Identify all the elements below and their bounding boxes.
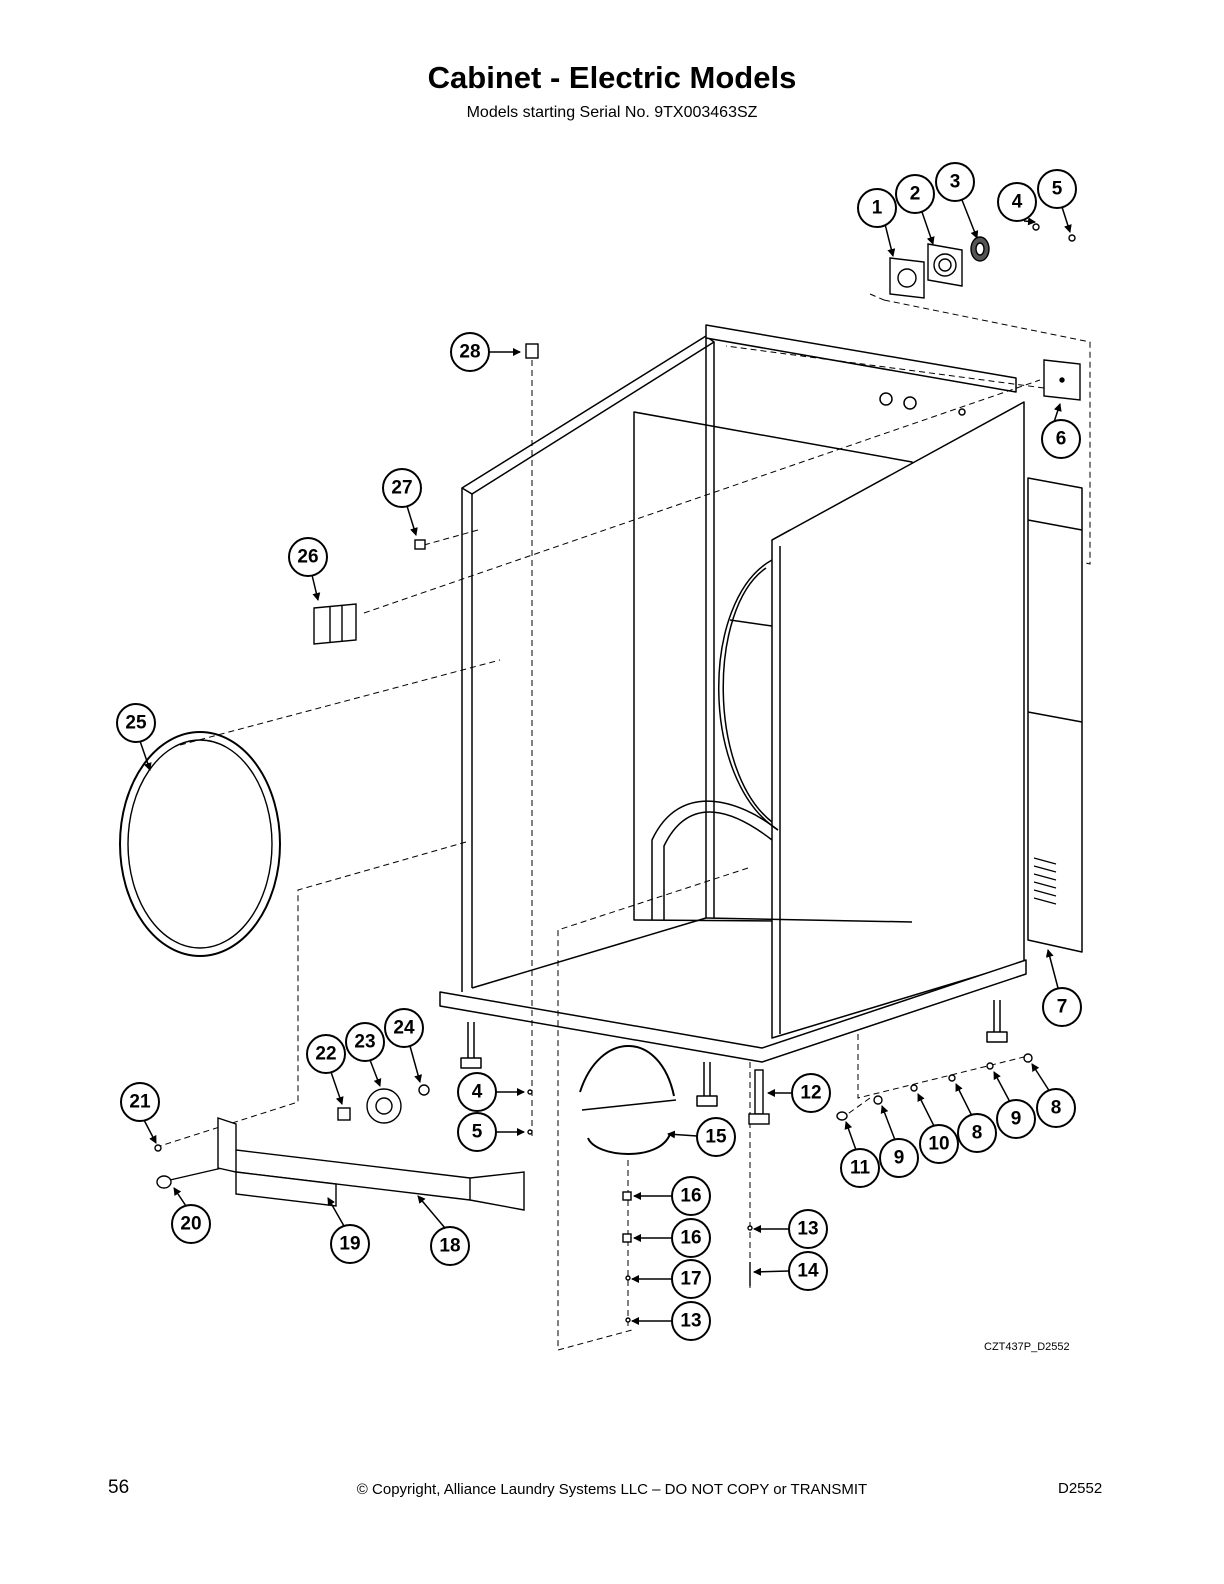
svg-text:1: 1 [872, 198, 883, 219]
part-20-bolt [156, 1175, 172, 1189]
part-15-clamp [579, 1045, 675, 1097]
part-28-spacer [525, 343, 539, 359]
callout: 8 [1031, 1063, 1076, 1128]
callout: 28 [450, 332, 521, 372]
part-27-clip [414, 539, 426, 550]
svg-text:4: 4 [1012, 192, 1023, 213]
svg-text:25: 25 [125, 713, 147, 734]
part-18-bracket [217, 1117, 525, 1211]
svg-text:17: 17 [680, 1269, 701, 1290]
svg-text:8: 8 [1051, 1098, 1062, 1119]
callout: 11 [840, 1121, 880, 1188]
callout: 12 [767, 1073, 831, 1113]
part-24-washer [418, 1084, 430, 1096]
svg-text:10: 10 [928, 1134, 949, 1155]
callout: 10 [917, 1093, 959, 1164]
svg-text:16: 16 [680, 1186, 701, 1207]
svg-text:5: 5 [1052, 179, 1063, 200]
svg-text:23: 23 [354, 1032, 375, 1053]
callout: 4 [457, 1072, 525, 1112]
callout: 1 [857, 188, 897, 257]
page-title: Cabinet - Electric Models [427, 60, 797, 95]
svg-text:9: 9 [894, 1148, 905, 1169]
assembly-lines [159, 293, 1091, 1351]
svg-text:28: 28 [459, 342, 480, 363]
callout: 9 [993, 1071, 1036, 1139]
svg-text:22: 22 [315, 1044, 336, 1065]
callout: 6 [1041, 403, 1081, 459]
page-subtitle: Models starting Serial No. 9TX003463SZ [466, 104, 758, 121]
svg-text:11: 11 [850, 1158, 871, 1179]
callout: 2 [895, 174, 935, 245]
parts [119, 223, 1081, 1323]
callout: 3 [935, 162, 979, 239]
callout: 17 [631, 1259, 711, 1299]
page-number: 56 [108, 1477, 130, 1498]
callout: 5 [1037, 169, 1077, 233]
part-25-belt [119, 731, 281, 957]
cabinet-frame [439, 324, 1083, 1107]
svg-text:7: 7 [1057, 997, 1068, 1018]
svg-text:5: 5 [472, 1122, 483, 1143]
svg-text:13: 13 [680, 1311, 701, 1332]
svg-text:18: 18 [439, 1236, 460, 1257]
svg-text:21: 21 [129, 1092, 151, 1113]
svg-text:26: 26 [297, 547, 318, 568]
svg-text:14: 14 [797, 1261, 819, 1282]
svg-text:19: 19 [339, 1234, 360, 1255]
callout: 18 [417, 1195, 470, 1266]
svg-text:27: 27 [391, 478, 412, 499]
callout: 26 [288, 537, 328, 601]
part-26-terminal-block [313, 603, 357, 645]
callout: 14 [753, 1251, 828, 1291]
part-12-foot [754, 1069, 764, 1115]
svg-text:8: 8 [972, 1123, 983, 1144]
callout: 16 [633, 1218, 711, 1258]
svg-text:3: 3 [950, 172, 961, 193]
svg-text:6: 6 [1056, 429, 1067, 450]
callout: 13 [753, 1209, 828, 1249]
callout: 23 [345, 1022, 385, 1087]
callout: 27 [382, 468, 422, 536]
document-code: D2552 [1058, 1480, 1103, 1497]
callout: 4 [997, 182, 1037, 226]
svg-text:4: 4 [472, 1082, 483, 1103]
callout: 20 [171, 1187, 211, 1244]
callout: 25 [116, 703, 156, 771]
copyright-notice: © Copyright, Alliance Laundry Systems LL… [356, 1481, 868, 1498]
svg-text:2: 2 [910, 184, 921, 205]
svg-text:12: 12 [800, 1083, 821, 1104]
svg-text:13: 13 [797, 1219, 818, 1240]
callout: 15 [667, 1117, 736, 1157]
callout: 8 [955, 1083, 997, 1153]
callout: 13 [631, 1301, 711, 1341]
callout: 19 [327, 1197, 370, 1264]
svg-text:9: 9 [1011, 1109, 1022, 1130]
part-19-pad [235, 1171, 337, 1207]
svg-text:20: 20 [180, 1214, 201, 1235]
callouts: 1 2 3 4 5 6 7 8 8 9 9 10 11 12 13 14 15 … [116, 162, 1082, 1341]
svg-text:24: 24 [393, 1018, 415, 1039]
callout: 22 [306, 1034, 346, 1105]
callout: 21 [120, 1082, 160, 1144]
drawing-code: CZT437P_D2552 [984, 1341, 1070, 1353]
callout: 16 [633, 1176, 711, 1216]
callout: 5 [457, 1112, 525, 1152]
svg-text:15: 15 [705, 1127, 727, 1148]
callout: 24 [384, 1008, 424, 1083]
part-22-bushing [337, 1107, 351, 1121]
callout: 9 [879, 1105, 919, 1178]
callout: 7 [1042, 949, 1082, 1027]
svg-text:16: 16 [680, 1228, 701, 1249]
